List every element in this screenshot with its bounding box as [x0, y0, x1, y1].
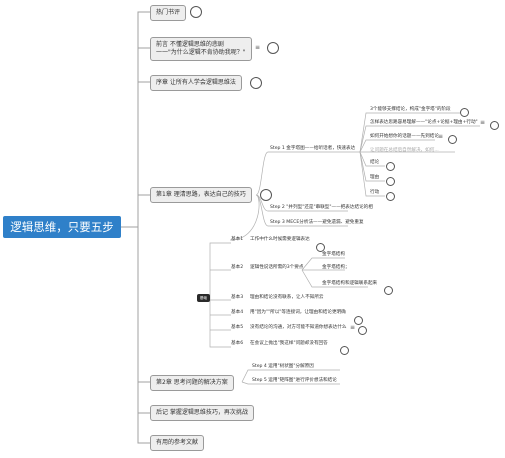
topic-chapter1[interactable]: 第1章 理清思路，表达自己的技巧: [150, 187, 252, 203]
basics-badge: 基础: [197, 294, 210, 302]
link-tag-icon[interactable]: [386, 177, 395, 186]
basic2-child[interactable]: 金字塔结构；: [322, 265, 350, 270]
topic-hot-reviews[interactable]: 热门书评: [150, 5, 187, 21]
basic4-label[interactable]: 基本4: [231, 310, 244, 315]
note-icon[interactable]: ≡: [350, 324, 356, 331]
link-tag-icon[interactable]: [190, 6, 202, 18]
link-tag-icon[interactable]: [384, 286, 393, 295]
note-icon[interactable]: ≡: [480, 119, 486, 126]
link-tag-icon[interactable]: [260, 189, 272, 201]
step2-label[interactable]: Step 2 "并列型"还是"串联型"——把表达结论的相: [270, 205, 373, 210]
topic-references[interactable]: 有用的参考文献: [150, 435, 205, 451]
basic6-text[interactable]: 在会议上抛出"我这样"问题却没有回答: [250, 341, 328, 346]
link-tag-icon[interactable]: [340, 346, 349, 355]
step1-child[interactable]: 怎样表达思路容易理解——"论点+论据+理由+行动": [370, 120, 478, 125]
step4-label[interactable]: Step 4 运用"树状图"分解原因: [252, 364, 314, 369]
basic2-child[interactable]: 金字塔结构: [322, 252, 345, 257]
note-icon[interactable]: ≡: [255, 44, 261, 51]
topic-chapter2[interactable]: 第2章 思考问题的解决方案: [150, 375, 234, 391]
basic5-text[interactable]: 没有结论的沟通，对方可能不知道你想表达什么: [250, 325, 347, 330]
link-tag-icon[interactable]: [250, 77, 262, 89]
link-tag-icon[interactable]: [490, 121, 499, 130]
topic-prologue[interactable]: 序章 让所有人学会逻辑思维法: [150, 75, 242, 91]
basic4-text[interactable]: 用"因为""所以"等连接词，让理由和结论更明确: [250, 310, 346, 315]
basic2-child[interactable]: 金字塔结构和逻辑联系起来: [322, 281, 378, 286]
basic3-text[interactable]: 理由和结论没有联系，让人不知所云: [250, 295, 324, 300]
step1-child[interactable]: 3个能够支撑结论，构成"金字塔"的阶段: [370, 107, 451, 112]
step5-label[interactable]: Step 5 运用"矩阵图"进行评价想法和结论: [252, 378, 337, 383]
step1-child-action[interactable]: 行动: [370, 190, 380, 195]
note-icon[interactable]: ≡: [438, 133, 444, 140]
link-tag-icon[interactable]: [448, 135, 457, 144]
step3-label[interactable]: Step 3 MECE分析法——避免遗漏、避免重复: [270, 220, 364, 225]
step1-label[interactable]: Step 1 金字塔图——给听话者，快速表达: [270, 146, 356, 151]
basic1-label[interactable]: 基本1: [231, 237, 244, 242]
basic2-label[interactable]: 基本2: [231, 265, 244, 270]
step1-child-conclusion[interactable]: 结论: [370, 160, 380, 165]
link-tag-icon[interactable]: [267, 42, 279, 54]
basic1-text[interactable]: 工作中什么时候需要逻辑表达: [250, 237, 310, 242]
step1-child[interactable]: 让问题在总结后自然解决，如何...: [370, 148, 439, 153]
step1-child[interactable]: 如何开始想你的话题——先到结论: [370, 134, 439, 139]
link-tag-icon[interactable]: [358, 326, 367, 335]
link-tag-icon[interactable]: [386, 162, 395, 171]
topic-afterword[interactable]: 后记 掌握逻辑思维技巧，再次挑战: [150, 405, 254, 421]
root-topic[interactable]: 逻辑思维，只要五步: [3, 216, 121, 238]
basic6-label[interactable]: 基本6: [231, 341, 244, 346]
link-tag-icon[interactable]: [386, 192, 395, 201]
link-tag-icon[interactable]: [460, 108, 469, 117]
topic-preface[interactable]: 前言 不懂逻辑思维的悲剧 一一"为什么逻辑不肯协助我呢？": [150, 37, 252, 61]
link-tag-icon[interactable]: [354, 316, 363, 325]
link-tag-icon[interactable]: [316, 243, 325, 252]
step1-child-reason[interactable]: 理由: [370, 175, 380, 180]
basic5-label[interactable]: 基本5: [231, 325, 244, 330]
basic3-label[interactable]: 基本3: [231, 295, 244, 300]
basic2-text[interactable]: 逻辑性说话所需的3个要点: [250, 265, 304, 270]
